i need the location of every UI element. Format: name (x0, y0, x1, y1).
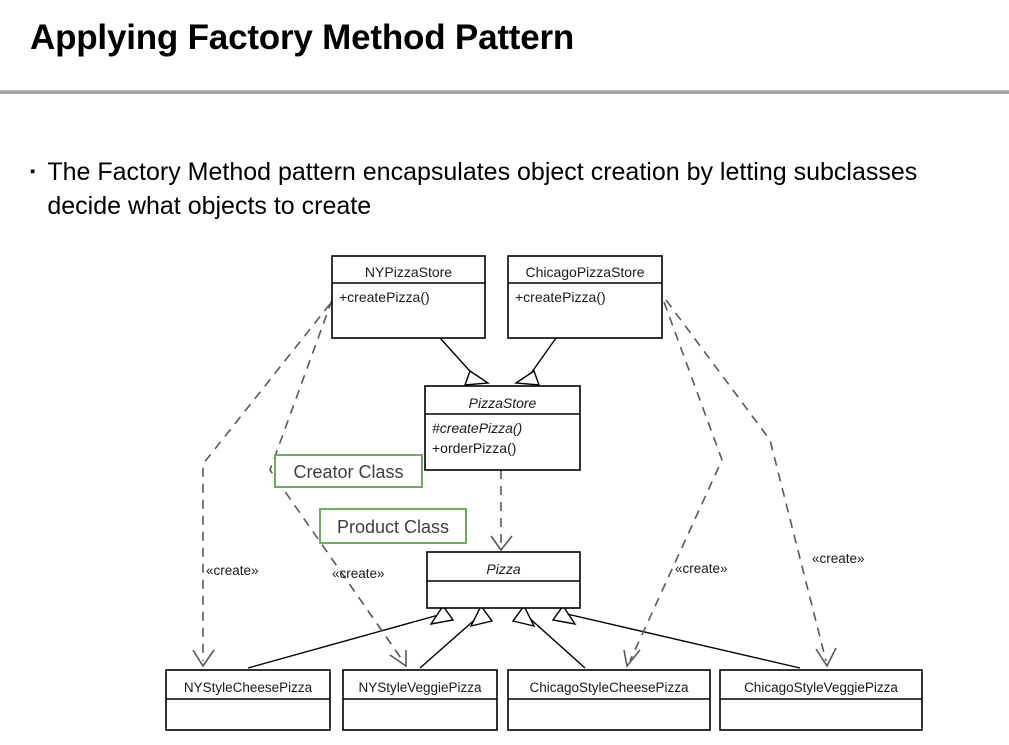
class-name-pizza: Pizza (486, 561, 520, 577)
generalization-nystyleveggiepizza-pizza (419, 604, 494, 669)
class-name-chicago-style-cheese-pizza: ChicagoStyleCheesePizza (529, 680, 689, 695)
class-member-pizza-store-0: #createPizza() (432, 420, 522, 436)
note-creator-class-label: Creator Class (293, 462, 403, 482)
class-name-chicago-pizza-store: ChicagoPizzaStore (525, 264, 644, 280)
class-box-ny-style-cheese-pizza[interactable]: NYStyleCheesePizza (165, 669, 331, 731)
dependency-chicagopizzastore-chicagostyleveggiepizza (665, 299, 837, 668)
note-creator-class: Creator Class (274, 454, 423, 488)
class-name-ny-style-cheese-pizza: NYStyleCheesePizza (184, 680, 313, 695)
generalization-chicagostylecheesepizza-pizza (511, 604, 586, 669)
dependency-chicagopizzastore-chicagostylecheesepizza (623, 301, 723, 668)
note-product-class: Product Class (319, 508, 467, 544)
stereotype-label-create-2: «create» (332, 566, 385, 581)
class-name-pizza-store: PizzaStore (469, 395, 537, 411)
class-name-chicago-style-veggie-pizza: ChicagoStyleVeggiePizza (744, 680, 898, 695)
generalization-nystylecheesepizza-pizza (247, 604, 455, 669)
bullet-item-text: The Factory Method pattern encapsulates … (47, 158, 918, 220)
generalization-chicagopizzastore-pizzastore (513, 337, 557, 386)
bullet-list: ▪ The Factory Method pattern encapsulate… (30, 155, 990, 223)
stereotype-label-create-4: «create» (812, 551, 865, 566)
dependency-pizzastore-pizza (490, 470, 513, 552)
class-member-chicago-pizza-store-0: +createPizza() (515, 289, 606, 305)
generalization-chicagostyleveggiepizza-pizza (551, 604, 801, 669)
class-box-chicago-style-veggie-pizza[interactable]: ChicagoStyleVeggiePizza (719, 669, 923, 731)
stereotype-label-create-1: «create» (206, 563, 259, 578)
class-name-ny-pizza-store: NYPizzaStore (365, 264, 452, 280)
bullet-marker-icon: ▪ (30, 163, 36, 180)
class-box-ny-pizza-store[interactable]: NYPizzaStore +createPizza() (331, 255, 486, 339)
class-name-ny-style-veggie-pizza: NYStyleVeggiePizza (358, 680, 482, 695)
dependency-nypizzastore-nystylecheesepizza (192, 303, 331, 668)
class-box-chicago-style-cheese-pizza[interactable]: ChicagoStyleCheesePizza (507, 669, 711, 731)
dependency-nypizzastore-nystyleveggiepizza (269, 299, 407, 668)
generalization-nypizzastore-pizzastore (439, 337, 491, 386)
class-member-pizza-store-1: +orderPizza() (432, 440, 516, 456)
class-box-ny-style-veggie-pizza[interactable]: NYStyleVeggiePizza (342, 669, 498, 731)
stereotype-label-create-3: «create» (675, 561, 728, 576)
class-member-ny-pizza-store-0: +createPizza() (339, 289, 430, 305)
class-box-chicago-pizza-store[interactable]: ChicagoPizzaStore +createPizza() (507, 255, 663, 339)
note-product-class-label: Product Class (337, 517, 449, 537)
class-box-pizza-store[interactable]: PizzaStore #createPizza() +orderPizza() (424, 385, 581, 471)
page-title: Applying Factory Method Pattern (30, 18, 575, 57)
title-divider (0, 90, 1009, 94)
class-box-pizza[interactable]: Pizza (426, 551, 581, 609)
